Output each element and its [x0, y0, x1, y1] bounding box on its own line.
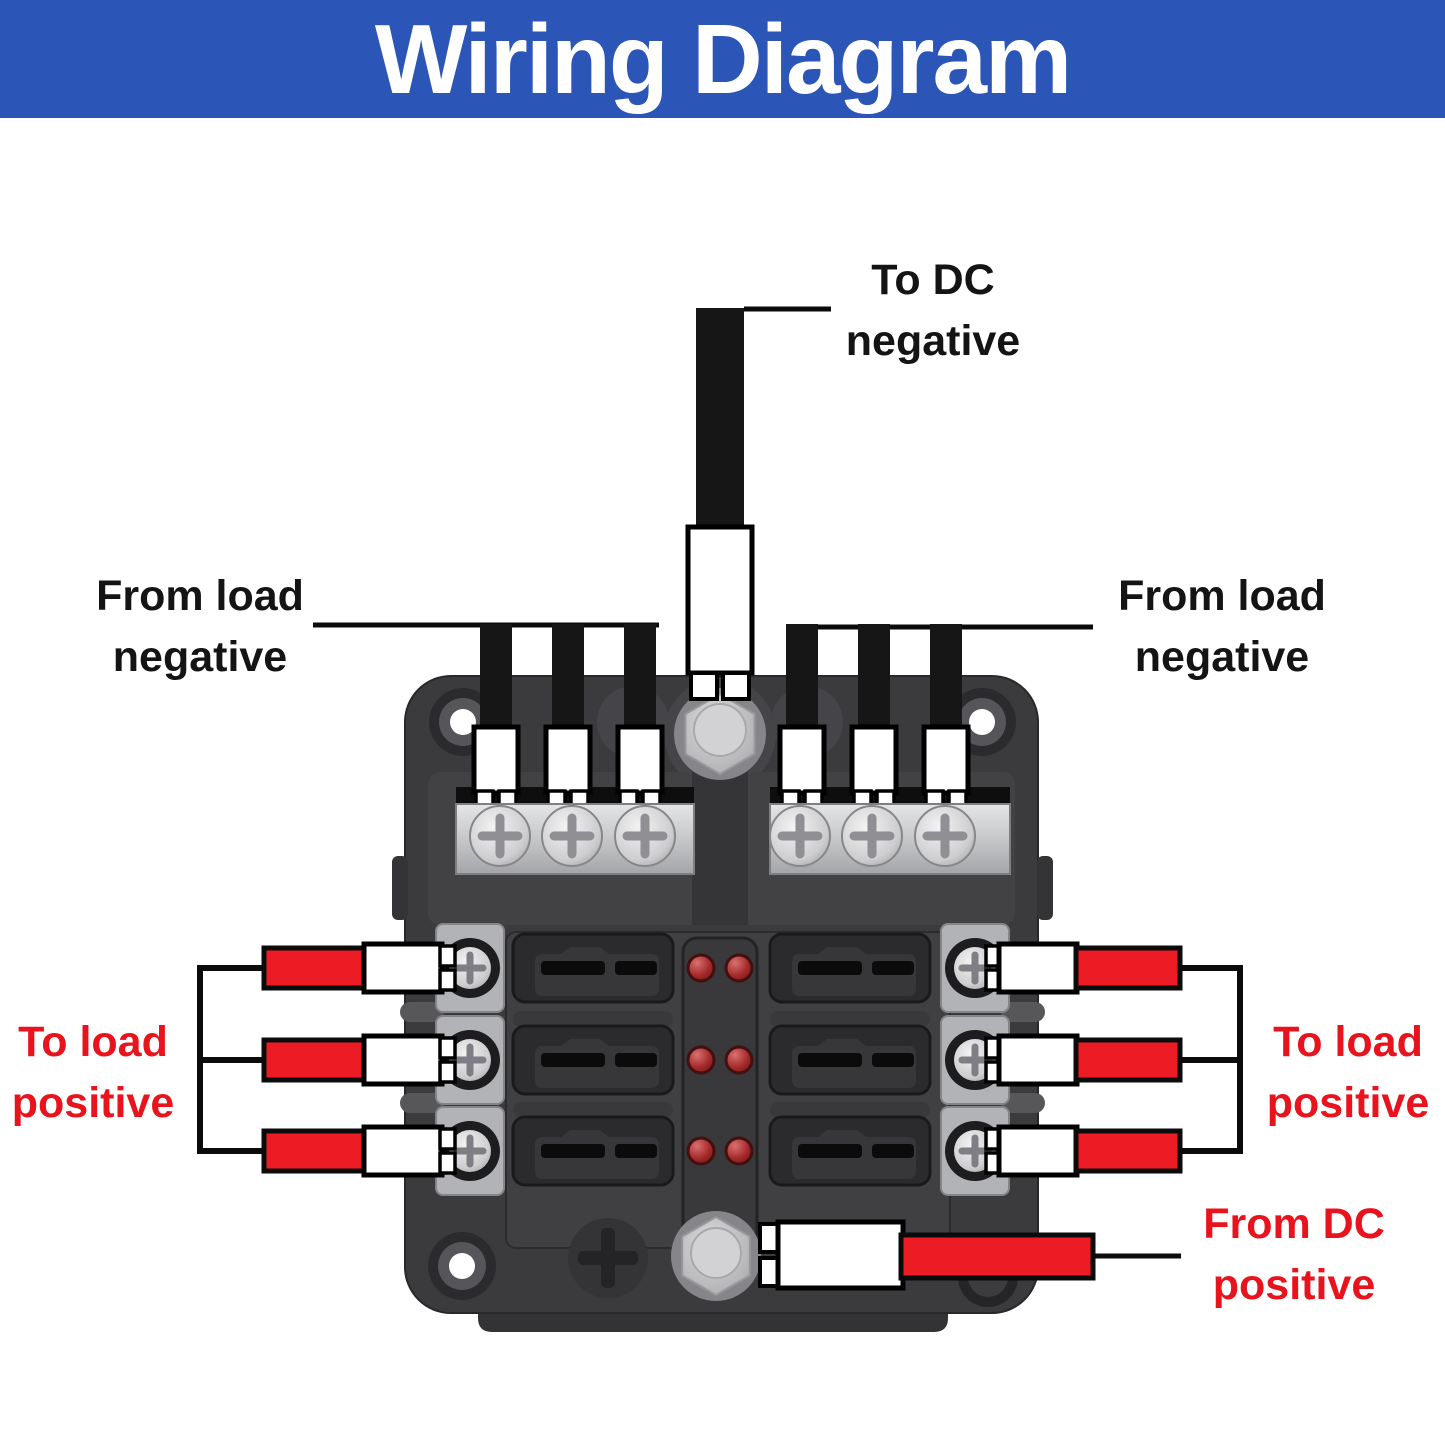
positive-wire: [986, 1127, 1180, 1175]
bus-screw: [915, 806, 975, 866]
page-title: Wiring Diagram: [374, 3, 1072, 114]
body-side-clip-right: [1037, 856, 1053, 920]
label-line-1: To load: [18, 1018, 168, 1066]
body-side-clip-left: [392, 856, 408, 920]
fuse-divider: [770, 1102, 930, 1118]
fuse-slot: [768, 1115, 932, 1187]
fuse-divider: [513, 1102, 673, 1118]
side-ridge: [1001, 1093, 1045, 1113]
positive-wire: [264, 1127, 455, 1175]
bus-screw: [470, 806, 530, 866]
label-line-1: To DC: [871, 256, 995, 304]
plus-symbol: [568, 1218, 648, 1298]
title-banner: Wiring Diagram: [0, 0, 1445, 118]
bus-screw: [842, 806, 902, 866]
fuse-divider: [513, 1011, 673, 1027]
label-line-2: positive: [11, 1079, 175, 1128]
positive-wire: [264, 1036, 455, 1084]
negative-wire: [852, 624, 896, 805]
negative-wire-main: [685, 308, 755, 701]
side-ridge: [400, 1002, 444, 1022]
load-terminal-screw: [436, 1107, 504, 1195]
led-strip: [681, 936, 759, 1248]
load-terminal-screw: [436, 924, 504, 1012]
label-line-1: From DC: [1203, 1200, 1385, 1248]
negative-wire: [924, 624, 968, 805]
upper-cover-channel: [692, 772, 748, 925]
negative-wire: [546, 624, 590, 805]
label-to-dc-negative: To DC negative: [846, 250, 1020, 372]
bus-screw: [542, 806, 602, 866]
load-positive-wires-left: [264, 944, 455, 1175]
fuse-section: [400, 924, 1045, 1249]
positive-wire: [264, 944, 455, 992]
bracket-load-positive-left: [197, 965, 264, 1154]
bus-screw: [615, 806, 675, 866]
led-indicator: [724, 1045, 754, 1075]
label-to-load-positive-right: To load positive: [1267, 1012, 1430, 1134]
led-indicator: [686, 1045, 716, 1075]
negative-wire: [618, 624, 662, 805]
label-line-1: From load: [96, 572, 304, 620]
mounting-hole-bottom-left: [428, 1232, 496, 1300]
fuse-slot: [511, 1024, 675, 1096]
negative-bus: [455, 804, 1011, 875]
fuse-slot: [511, 1115, 675, 1187]
label-line-1: To load: [1273, 1018, 1423, 1066]
label-from-load-negative-left: From load negative: [96, 566, 304, 688]
positive-wire: [986, 944, 1180, 992]
fuse-divider: [770, 1011, 930, 1027]
label-from-load-negative-right: From load negative: [1118, 566, 1326, 688]
fuse-slot: [768, 932, 932, 1004]
label-line-1: From load: [1118, 572, 1326, 620]
positive-wire-main: [758, 1219, 1096, 1291]
side-ridge: [400, 1093, 444, 1113]
bus-screw: [770, 806, 830, 866]
side-ridge: [1001, 1002, 1045, 1022]
led-indicator: [686, 1136, 716, 1166]
negative-terminal-stud: [674, 688, 766, 780]
label-line-2: negative: [1134, 633, 1310, 682]
led-indicator: [724, 1136, 754, 1166]
positive-wire: [986, 1036, 1180, 1084]
label-line-2: negative: [112, 633, 288, 682]
led-indicator: [724, 953, 754, 983]
positive-terminal-stud: [671, 1211, 761, 1301]
label-from-dc-positive: From DC positive: [1203, 1194, 1385, 1316]
label-line-2: negative: [845, 317, 1021, 366]
label-line-2: positive: [1266, 1079, 1430, 1128]
label-line-2: positive: [1212, 1261, 1376, 1310]
negative-wire: [474, 624, 518, 805]
fuse-slot: [511, 932, 675, 1004]
negative-wire: [780, 624, 824, 805]
fuse-slot: [768, 1024, 932, 1096]
load-positive-wires-right: [986, 944, 1180, 1175]
bracket-load-positive-right: [1178, 965, 1243, 1154]
load-terminal-screw: [436, 1016, 504, 1104]
led-indicator: [686, 953, 716, 983]
label-to-load-positive-left: To load positive: [12, 1012, 175, 1134]
